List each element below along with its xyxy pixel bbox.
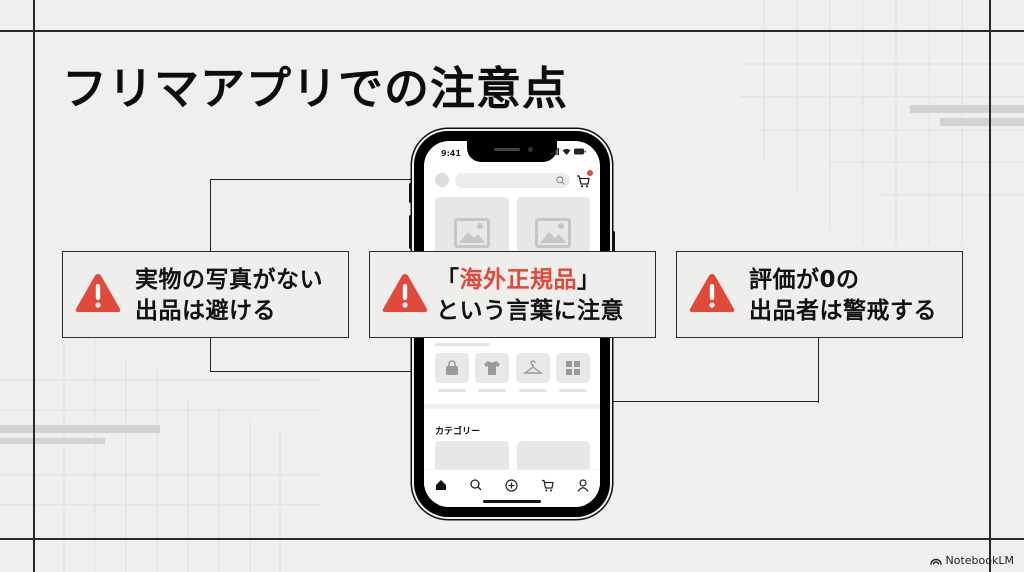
warning-triangle-icon bbox=[382, 274, 428, 312]
profile-icon[interactable] bbox=[577, 479, 589, 492]
phone-volume-up bbox=[409, 215, 412, 249]
wifi-icon bbox=[562, 148, 571, 155]
cart-icon[interactable] bbox=[541, 479, 554, 492]
frame-line-top bbox=[0, 30, 1024, 32]
grid-icon bbox=[565, 361, 580, 375]
tshirt-icon bbox=[484, 361, 501, 375]
connector-search-to-card1 bbox=[210, 179, 445, 252]
warning-card-overseas-genuine: 「海外正規品」 という言葉に注意 bbox=[369, 251, 656, 338]
warning-text: 「海外正規品」 という言葉に注意 bbox=[436, 267, 624, 324]
status-icons bbox=[550, 148, 586, 155]
category-heading: カテゴリー bbox=[435, 427, 481, 437]
category-cards bbox=[435, 441, 590, 471]
search-input[interactable] bbox=[455, 172, 570, 188]
warning-triangle-icon bbox=[689, 274, 735, 312]
bag-icon bbox=[446, 360, 458, 375]
connector-hanger-to-card3-right bbox=[818, 337, 820, 403]
connector-card1-to-bag bbox=[210, 337, 450, 372]
image-placeholder-icon bbox=[453, 218, 490, 248]
section-divider bbox=[424, 404, 600, 409]
cart-badge bbox=[587, 170, 593, 176]
category-icons bbox=[435, 353, 590, 392]
notebooklm-logo-icon bbox=[929, 558, 942, 565]
search-icon[interactable] bbox=[470, 479, 482, 491]
placeholder-bar bbox=[435, 343, 490, 346]
home-icon[interactable] bbox=[435, 479, 447, 491]
category-bag[interactable] bbox=[435, 353, 469, 392]
signal-icon bbox=[550, 148, 559, 155]
warning-text: 実物の写真がない 出品は避ける bbox=[135, 267, 323, 324]
battery-icon bbox=[574, 148, 586, 155]
category-hanger[interactable] bbox=[515, 353, 550, 392]
warning-card-no-photo: 実物の写真がない 出品は避ける bbox=[62, 251, 349, 338]
category-clothing[interactable] bbox=[475, 353, 510, 392]
app-header bbox=[435, 170, 593, 189]
search-icon bbox=[556, 175, 565, 185]
status-time: 9:41 bbox=[441, 149, 461, 158]
category-card[interactable] bbox=[516, 441, 590, 471]
home-indicator bbox=[483, 500, 541, 503]
highlight-keyword: 海外正規品 bbox=[459, 267, 577, 293]
cart-button[interactable] bbox=[576, 170, 593, 188]
warning-triangle-icon bbox=[75, 274, 121, 312]
slide-title: フリマアプリでの注意点 bbox=[62, 62, 569, 115]
frame-line-left bbox=[33, 0, 35, 572]
category-more[interactable] bbox=[555, 353, 590, 392]
add-icon[interactable] bbox=[505, 479, 518, 492]
brand-watermark: NotebookLM bbox=[929, 554, 1014, 567]
warning-card-zero-rating: 評価が0の 出品者は警戒する bbox=[676, 251, 963, 338]
phone-notch bbox=[467, 141, 557, 162]
cart-icon bbox=[577, 175, 590, 188]
frame-line-bottom bbox=[0, 538, 1024, 540]
image-placeholder-icon bbox=[535, 218, 572, 248]
hanger-icon bbox=[522, 360, 543, 374]
frame-line-right bbox=[989, 0, 991, 572]
avatar-icon[interactable] bbox=[435, 173, 449, 187]
category-card[interactable] bbox=[435, 441, 509, 471]
phone-side-button bbox=[409, 183, 412, 203]
warning-text: 評価が0の 出品者は警戒する bbox=[749, 267, 937, 324]
